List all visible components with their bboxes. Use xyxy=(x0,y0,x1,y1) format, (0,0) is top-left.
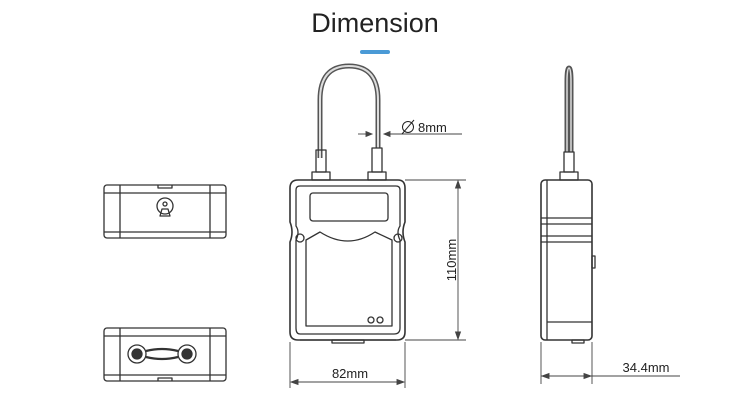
front-view xyxy=(289,63,406,344)
top-view xyxy=(103,184,227,239)
width-label: 82mm xyxy=(332,366,368,381)
title-accent-bar xyxy=(360,50,390,54)
depth-dimension xyxy=(540,342,680,384)
diameter-dimension xyxy=(358,130,462,138)
diameter-label: 8mm xyxy=(418,120,447,135)
bottom-view xyxy=(103,327,227,382)
side-view xyxy=(540,65,596,344)
diameter-icon xyxy=(401,119,415,135)
page-title: Dimension xyxy=(311,8,439,38)
depth-label: 34.4mm xyxy=(623,360,670,375)
height-dimension xyxy=(405,179,466,341)
width-dimension xyxy=(289,342,406,388)
height-label: 110mm xyxy=(444,239,459,281)
